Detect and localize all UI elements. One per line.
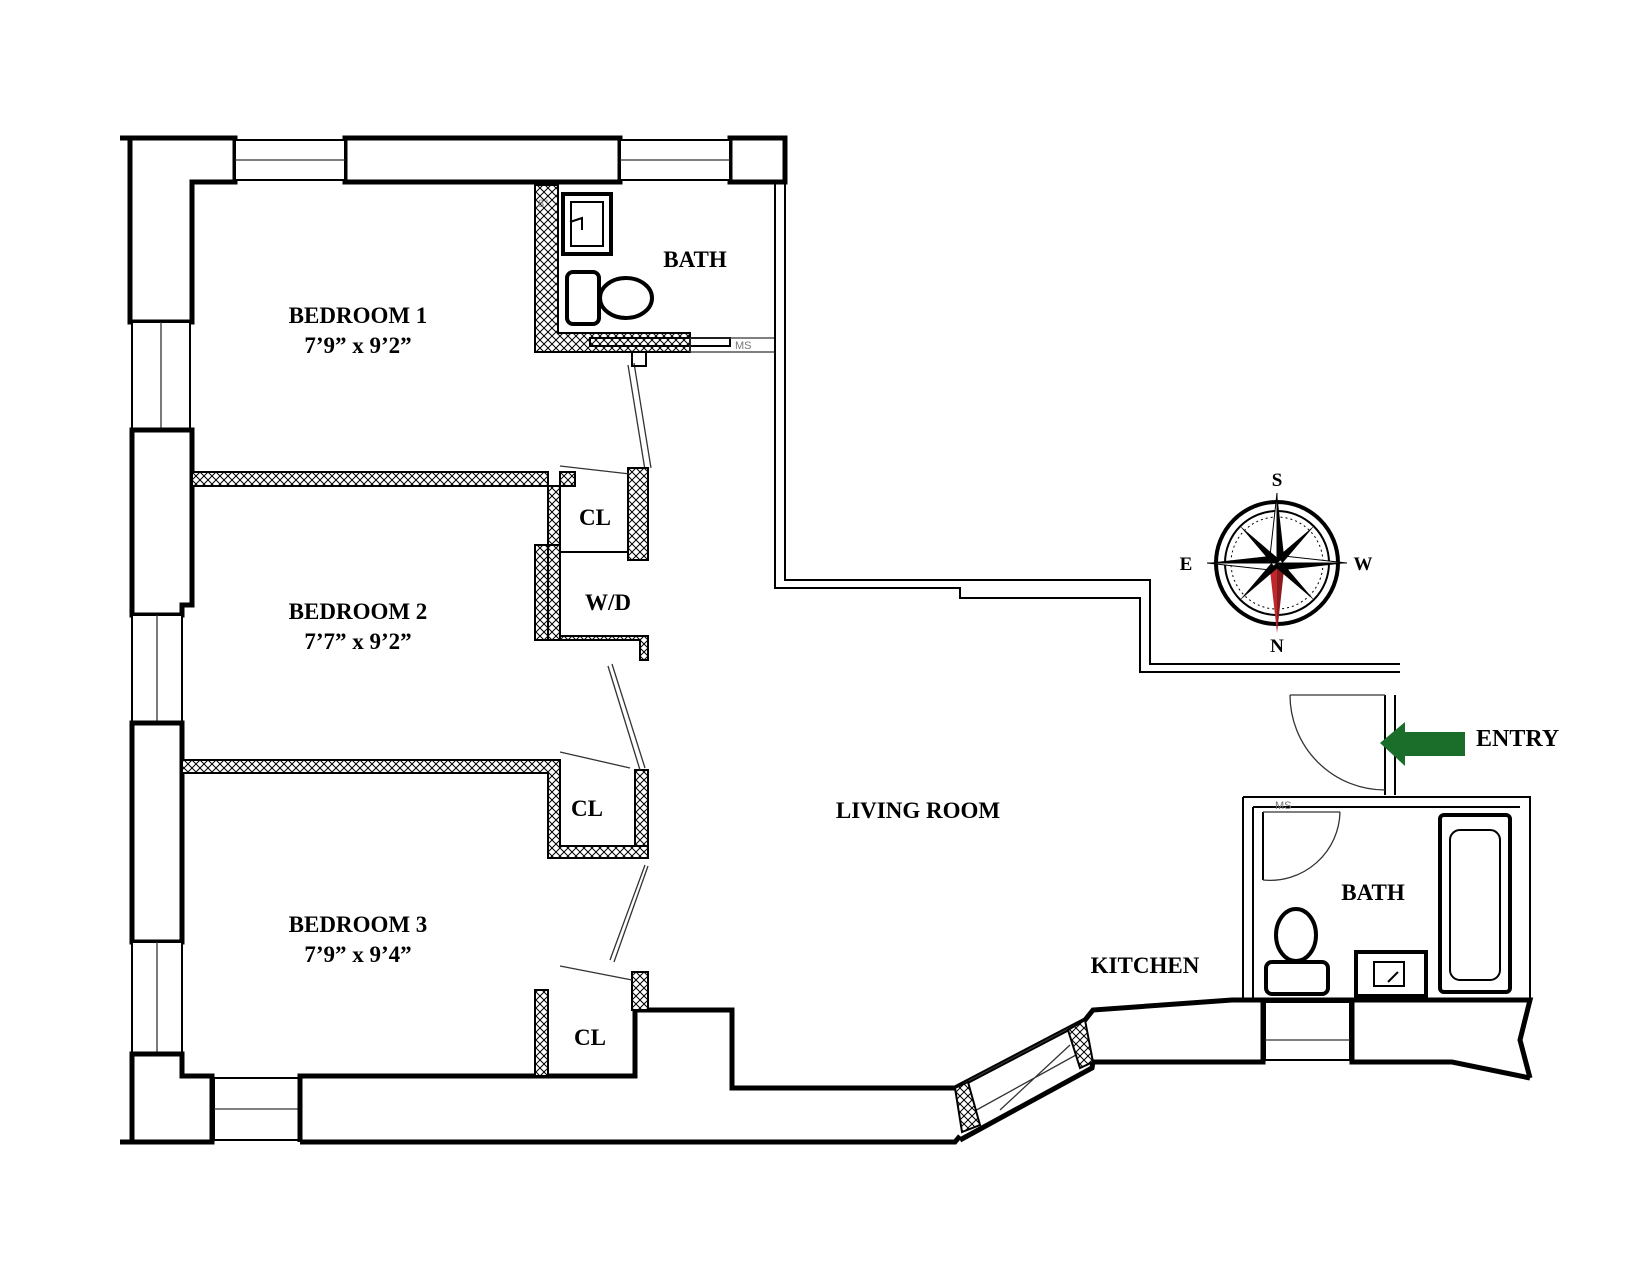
bath-right: MS [1242,722,1531,1001]
bedroom1-size: 7’9” x 9’2” [304,333,411,358]
bedroom1-name: BEDROOM 1 [289,303,428,328]
toilet-bowl-icon [598,276,654,320]
compass-west: W [1354,554,1373,575]
living-room-name: LIVING ROOM [836,798,1000,823]
labels: BEDROOM 1 7’9” x 9’2” BEDROOM 2 7’7” x 9… [289,247,1559,1050]
entry-arrow-icon [1380,722,1465,766]
entry-label: ENTRY [1476,726,1559,752]
compass-south: S [1272,470,1283,491]
window-bath [1264,1001,1351,1061]
bedroom2-size: 7’7” x 9’2” [304,629,411,654]
sink-icon-2 [1354,950,1428,998]
exterior-walls [120,135,1534,1145]
bath-right-name: BATH [1341,880,1405,905]
compass-north: N [1270,636,1284,657]
ms-marker-top: MS [735,340,752,352]
closet1-name: CL [579,505,611,530]
bedroom3-size: 7’9” x 9’4” [304,942,411,967]
kitchen-name: KITCHEN [1091,953,1200,978]
wall-thickness-marker: 8" [538,198,548,210]
bathtub-icon [1438,813,1512,994]
laundry-name: W/D [585,590,631,615]
ms-marker-bottom: MS [1275,800,1292,812]
bath-top: 8" MS [534,182,776,471]
closet3-name: CL [574,1025,606,1050]
bath-top-name: BATH [663,247,727,272]
toilet-tank-icon-2 [1264,960,1330,996]
interior-outline [774,182,1400,795]
compass-east: E [1180,554,1193,575]
closet2-name: CL [571,796,603,821]
compass-icon [1206,492,1348,633]
toilet-tank-icon [565,270,601,326]
bedroom2-name: BEDROOM 2 [289,599,428,624]
toilet-bowl-icon-2 [1274,907,1318,963]
partitions [181,465,649,1077]
bedroom3-name: BEDROOM 3 [289,912,428,937]
